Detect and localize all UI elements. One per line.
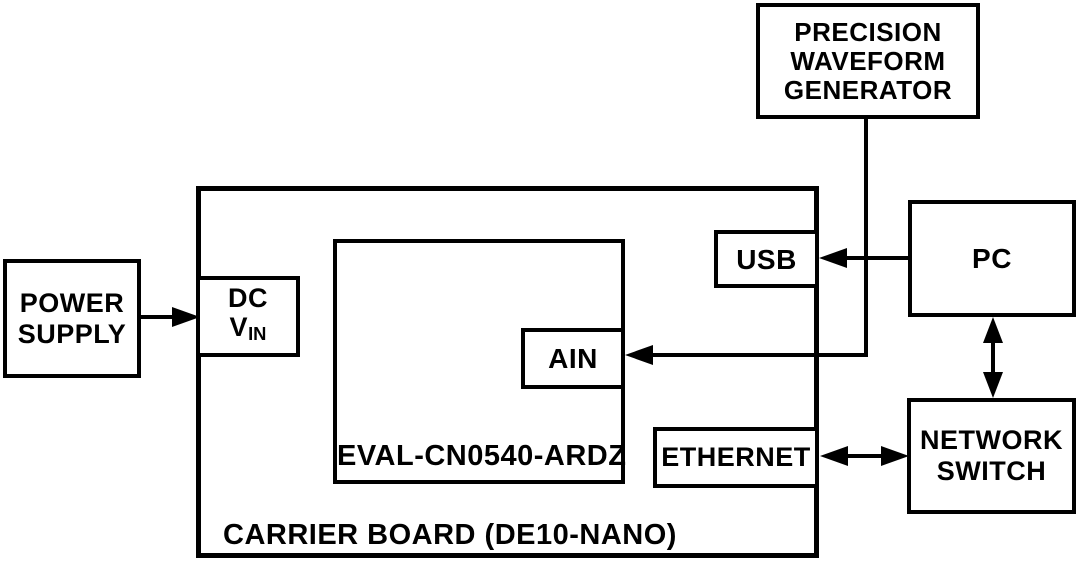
carrier-board-box: CARRIER BOARD (DE10-NANO) [196,186,819,558]
power-supply-box: POWER SUPPLY [3,259,141,378]
pwg-label-line2: WAVEFORM [790,45,946,76]
pwg-label-line1: PRECISION [794,16,942,47]
dc-vin-subscript: IN [248,323,267,345]
wfg-vertical-line [864,115,868,357]
pwg-label-line3: GENERATOR [783,74,953,105]
usb-port-box: USB [714,230,819,288]
ethernet-port-box: ETHERNET [653,427,819,488]
ain-port-box: AIN [521,328,625,389]
arrowhead-into-networkswitch-top [983,372,1003,398]
ain-label: AIN [548,343,598,374]
arrowhead-into-networkswitch-left [881,446,909,466]
pc-box: PC [908,200,1076,317]
dc-vin-label-line1: DC [228,283,268,314]
network-switch-box: NETWORK SWITCH [907,398,1076,514]
arrowhead-into-usb [819,248,847,268]
arrowhead-into-ethernet [820,446,848,466]
arrowhead-into-dcvin [172,307,200,327]
power-supply-label-line1: POWER [19,287,125,318]
arrowhead-into-pc [983,317,1003,343]
pc-label: PC [972,243,1012,274]
pc-switch-line [991,338,995,378]
dc-vin-label-line2: VIN [230,313,267,348]
arrowhead-into-ain [625,345,653,365]
wfg-horizontal-line [648,353,868,357]
power-line [138,315,178,319]
dc-vin-box: DC VIN [196,276,300,357]
network-switch-label-line1: NETWORK [920,425,1063,455]
power-supply-label-line2: SUPPLY [17,318,127,349]
usb-label: USB [736,243,797,275]
precision-waveform-generator-box: PRECISION WAVEFORM GENERATOR [756,3,980,119]
ethernet-switch-line [842,454,885,458]
carrier-board-label: CARRIER BOARD (DE10-NANO) [223,519,677,551]
eval-board-label: EVAL-CN0540-ARDZ [337,440,627,472]
pc-usb-line [843,256,908,260]
dc-vin-symbol: V [229,312,249,343]
network-switch-label-line2: SWITCH [936,456,1047,486]
ethernet-label: ETHERNET [661,442,811,472]
